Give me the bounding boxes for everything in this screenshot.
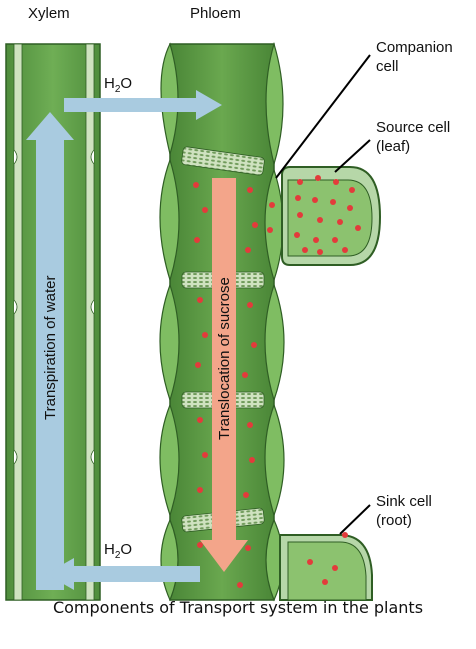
sink-leader: [339, 504, 371, 535]
translocation-label: Translocation of sucrose: [216, 277, 233, 440]
transpiration-label: Transpiration of water: [42, 275, 59, 420]
sink-cell: [279, 534, 373, 601]
translocation-arrow: [200, 178, 248, 572]
sink-cell-label-line2: (root): [376, 512, 412, 529]
companion-cell-label-line1: Companion: [376, 39, 453, 56]
transpiration-arrow: [26, 112, 74, 590]
source-cell: [281, 166, 382, 266]
sink-cell-label-line1: Sink cell: [376, 493, 432, 510]
source-cell-label-line1: Source cell: [376, 119, 450, 136]
companion-leader: [275, 54, 371, 179]
h2o-bottom-label: H2O: [104, 541, 132, 561]
water-arrow-bottom: [46, 558, 200, 590]
sieve-plate: [181, 146, 265, 176]
h2o-top-label: H2O: [104, 75, 132, 95]
figure-caption: Components of Transport system in the pl…: [52, 598, 424, 617]
xylem-label: Xylem: [28, 5, 70, 22]
source-leader: [334, 139, 371, 173]
sucrose-dots: [193, 175, 361, 588]
phloem-label: Phloem: [190, 5, 241, 22]
companion-cell-label-line2: cell: [376, 58, 399, 75]
water-arrow-top: [64, 90, 222, 120]
source-cell-label-line2: (leaf): [376, 138, 410, 155]
